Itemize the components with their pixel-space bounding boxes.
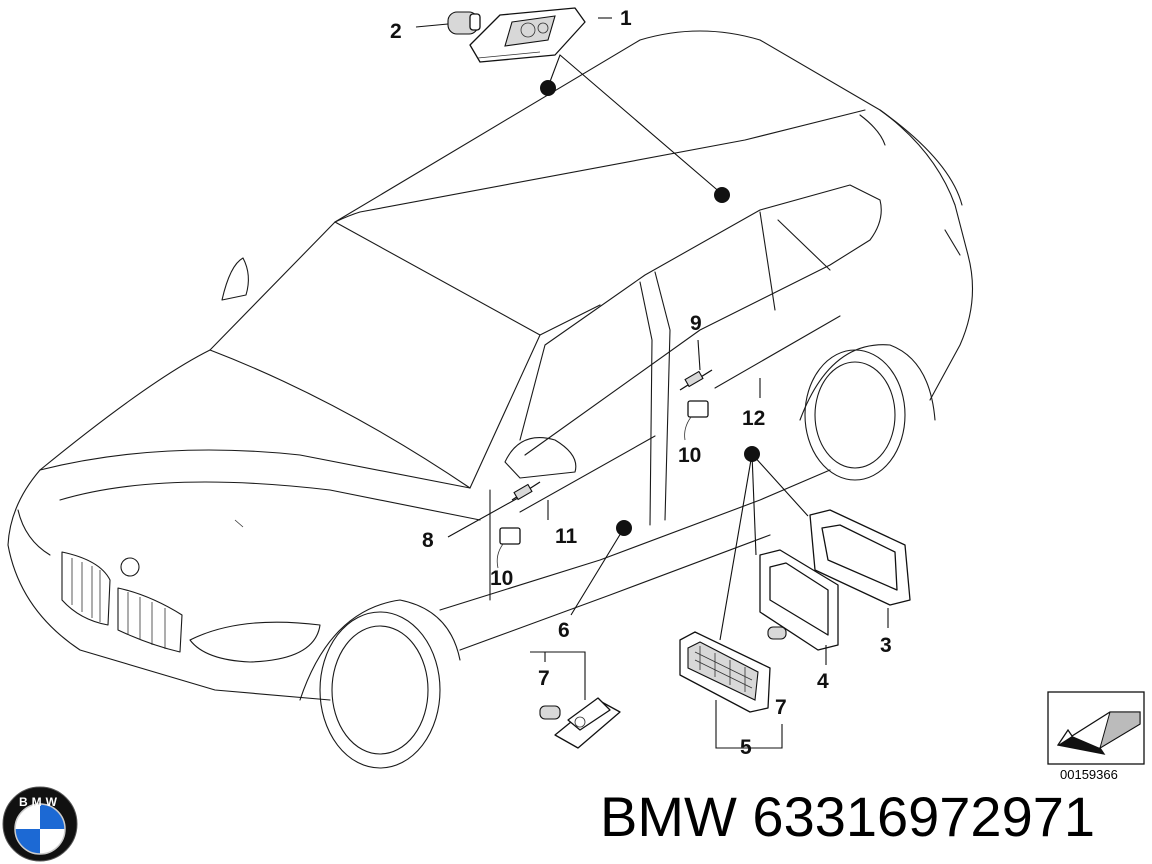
caption-part-number: 63316972971 bbox=[752, 785, 1096, 848]
callout-10a: 10 bbox=[490, 567, 513, 590]
callout-7a: 7 bbox=[538, 667, 550, 690]
part-10-connector-b bbox=[684, 400, 709, 441]
callout-5: 5 bbox=[740, 736, 752, 759]
part-caption: BMW 63316972971 bbox=[600, 784, 1095, 849]
part-7-bulb-b bbox=[767, 626, 787, 640]
callout-6: 6 bbox=[558, 619, 570, 642]
callout-11: 11 bbox=[555, 525, 578, 548]
part-7-bulb-a bbox=[539, 705, 561, 720]
part-2-bulb bbox=[447, 11, 481, 35]
bmw-logo-lettering: BMW bbox=[19, 795, 61, 809]
callout-8: 8 bbox=[422, 529, 434, 552]
callout-4: 4 bbox=[817, 670, 829, 693]
caption-brand: BMW bbox=[600, 785, 737, 848]
callout-3: 3 bbox=[880, 634, 892, 657]
callout-9: 9 bbox=[690, 312, 702, 335]
callout-12: 12 bbox=[742, 407, 765, 430]
callout-10b: 10 bbox=[678, 444, 701, 467]
callout-1: 1 bbox=[620, 7, 632, 30]
callout-dots bbox=[540, 80, 760, 536]
part-10-connector-a bbox=[496, 527, 521, 569]
part-6-entrance-light bbox=[554, 697, 621, 749]
callout-2: 2 bbox=[390, 20, 402, 43]
leader-lines bbox=[415, 17, 889, 749]
part-3-frame bbox=[809, 509, 911, 606]
callout-labels: 1 2 3 4 5 6 7 7 8 9 10 10 11 12 bbox=[390, 7, 892, 759]
orientation-arrow-icon bbox=[1047, 691, 1145, 765]
car-outline bbox=[7, 30, 974, 769]
part-8-cable bbox=[511, 481, 541, 501]
part-1-interior-light bbox=[469, 7, 586, 63]
part-9-cable bbox=[679, 369, 713, 391]
bmw-logo: BMW bbox=[2, 786, 78, 862]
drawing-code: 00159366 bbox=[1060, 767, 1118, 782]
callout-7b: 7 bbox=[775, 696, 787, 719]
part-5-lamp bbox=[679, 631, 771, 713]
part-4-frame bbox=[759, 549, 839, 651]
